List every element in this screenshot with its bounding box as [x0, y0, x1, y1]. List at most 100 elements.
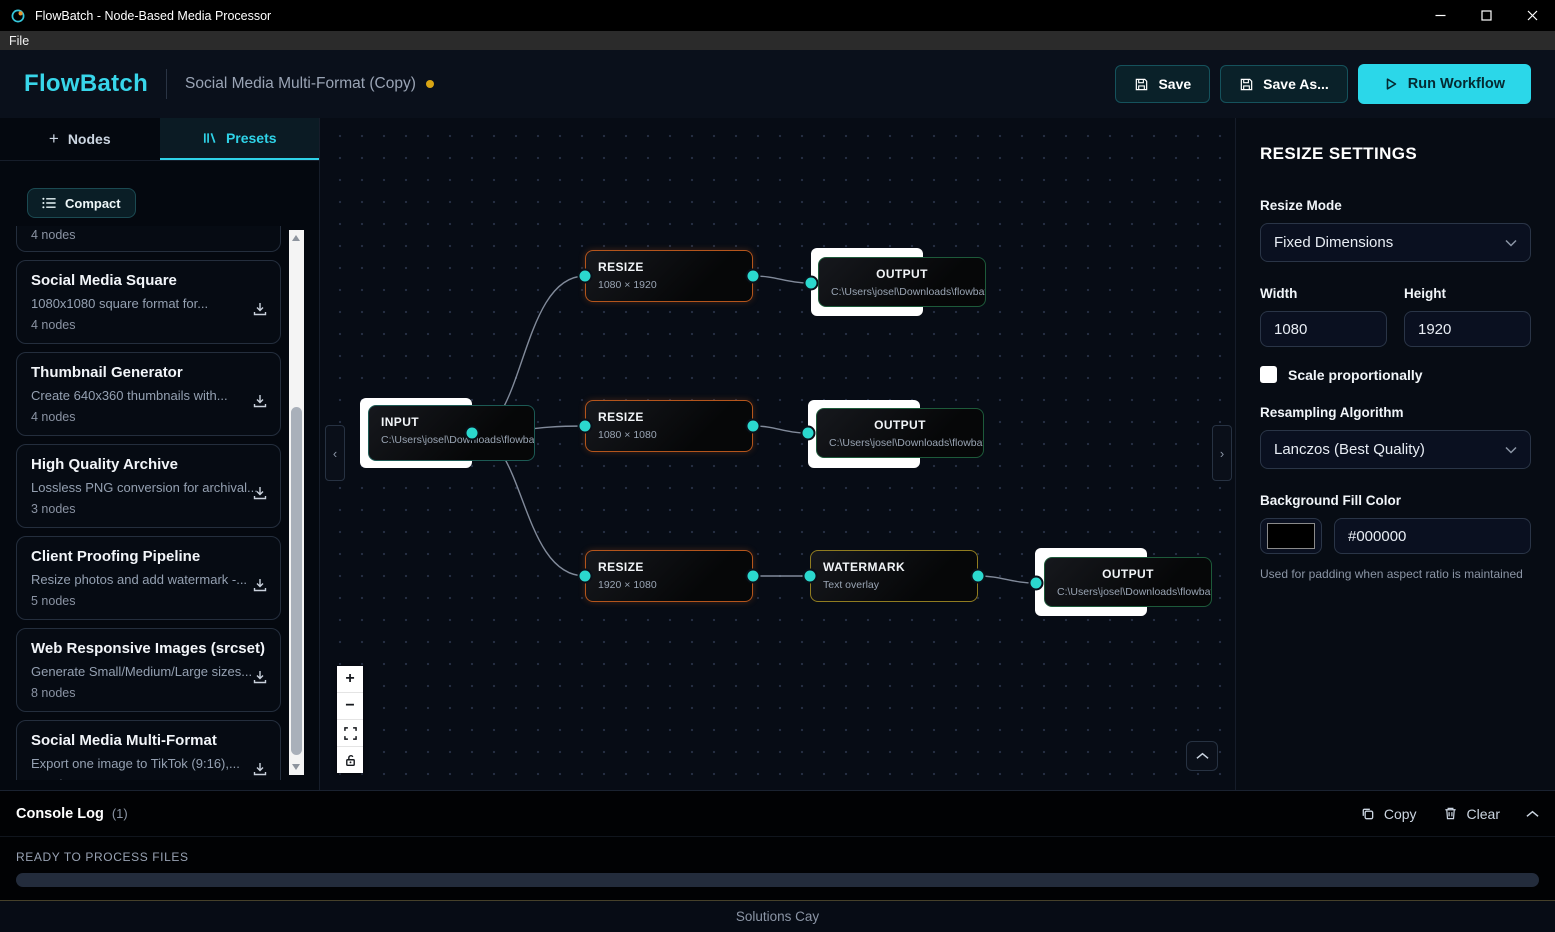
run-workflow-button[interactable]: Run Workflow [1357, 64, 1531, 104]
preset-desc: 1080x1080 square format for... [31, 296, 209, 311]
download-icon[interactable] [252, 761, 268, 780]
preset-desc: Lossless PNG conversion for archival... [31, 480, 258, 495]
port-resize-middle-in[interactable] [579, 420, 591, 432]
zoom-in-button[interactable]: + [337, 666, 363, 693]
save-as-button[interactable]: Save As... [1220, 65, 1348, 103]
scrollbar-thumb[interactable] [291, 407, 302, 755]
download-icon[interactable] [252, 669, 268, 690]
node-output-middle[interactable]: OUTPUT C:\Users\josel\Downloads\flowbatc… [816, 408, 984, 458]
resize-mode-select[interactable]: Fixed Dimensions [1260, 223, 1531, 262]
download-icon[interactable] [252, 393, 268, 414]
node-resize-top[interactable]: RESIZE 1080 × 1920 [585, 250, 753, 302]
port-resize-middle-out[interactable] [747, 420, 759, 432]
console-actions: Copy Clear [1360, 806, 1539, 822]
sidebar-tabs: + Nodes Presets [0, 118, 319, 161]
scale-proportionally-checkbox[interactable] [1260, 366, 1277, 383]
trash-icon [1444, 807, 1456, 820]
copy-log-button[interactable]: Copy [1360, 806, 1417, 822]
node-canvas[interactable]: INPUT C:\Users\josel\Downloads\flowbatc.… [320, 118, 1235, 790]
scroll-down-arrow[interactable] [292, 764, 300, 770]
tab-nodes[interactable]: + Nodes [48, 129, 111, 148]
expand-console-button[interactable] [1186, 741, 1218, 771]
fit-view-button[interactable] [337, 720, 363, 747]
download-icon[interactable] [252, 301, 268, 322]
port-output-middle-in[interactable] [802, 427, 814, 439]
node-subtitle: 1080 × 1080 [598, 429, 657, 441]
port-resize-bottom-in[interactable] [579, 570, 591, 582]
preset-title: Web Responsive Images (srcset) [31, 640, 265, 657]
menu-file[interactable]: File [9, 33, 30, 48]
preset-desc: Export one image to TikTok (9:16),... [31, 756, 240, 771]
preset-card[interactable]: Social Media Multi-Format Export one ima… [16, 720, 281, 780]
save-button[interactable]: Save [1115, 65, 1211, 103]
node-subtitle: C:\Users\josel\Downloads\flowbatc... [381, 434, 534, 446]
header-divider [166, 69, 168, 99]
minimize-button[interactable] [1417, 0, 1463, 31]
console-panel: Console Log (1) Copy Clear READY TO PROC… [0, 790, 1555, 900]
height-label: Height [1404, 286, 1446, 301]
preset-node-count: 8 nodes [31, 778, 266, 780]
titlebar: FlowBatch - Node-Based Media Processor [0, 0, 1555, 31]
clear-log-button[interactable]: Clear [1443, 806, 1500, 822]
port-resize-bottom-out[interactable] [747, 570, 759, 582]
node-output-top[interactable]: OUTPUT C:\Users\josel\Downloads\flowbatc… [818, 257, 986, 307]
download-icon[interactable] [252, 485, 268, 506]
port-resize-top-in[interactable] [579, 270, 591, 282]
maximize-button[interactable] [1463, 0, 1509, 31]
resampling-label: Resampling Algorithm [1260, 405, 1404, 420]
node-output-bottom[interactable]: OUTPUT C:\Users\josel\Downloads\flowbatc… [1044, 557, 1212, 607]
unlock-icon [345, 754, 355, 766]
collapse-inspector-handle[interactable]: › [1212, 425, 1232, 481]
node-watermark[interactable]: WATERMARK Text overlay [810, 550, 978, 602]
download-icon[interactable] [252, 577, 268, 598]
preset-card-partial[interactable]: 4 nodes [16, 226, 281, 252]
port-input-out[interactable] [466, 427, 478, 439]
chevron-down-icon [1505, 446, 1517, 454]
bg-fill-color-row [1260, 518, 1531, 554]
presets-icon [203, 133, 216, 143]
hex-color-input[interactable] [1334, 518, 1531, 554]
preset-card[interactable]: Client Proofing Pipeline Resize photos a… [16, 536, 281, 620]
color-picker-button[interactable] [1260, 518, 1322, 554]
close-button[interactable] [1509, 0, 1555, 31]
scroll-up-arrow[interactable] [292, 235, 300, 241]
preset-node-count: 8 nodes [31, 686, 76, 700]
node-input[interactable]: INPUT C:\Users\josel\Downloads\flowbatc.… [368, 405, 535, 461]
width-input[interactable] [1260, 311, 1387, 347]
preset-desc: Resize photos and add watermark -... [31, 572, 248, 587]
tab-presets[interactable]: Presets [159, 118, 319, 160]
port-watermark-out[interactable] [972, 570, 984, 582]
node-title: OUTPUT [1102, 567, 1154, 581]
brand-logo: FlowBatch [24, 70, 149, 97]
height-input[interactable] [1404, 311, 1531, 347]
plus-icon: + [48, 129, 59, 148]
node-title: INPUT [381, 415, 419, 429]
node-resize-bottom[interactable]: RESIZE 1920 × 1080 [585, 550, 753, 602]
console-count-badge: (1) [111, 806, 128, 821]
node-resize-middle[interactable]: RESIZE 1080 × 1080 [585, 400, 753, 452]
chevron-left-icon: ‹ [332, 445, 338, 461]
preset-card[interactable]: Web Responsive Images (srcset) Generate … [16, 628, 281, 712]
node-title: OUTPUT [876, 267, 928, 281]
save-icon [1136, 78, 1148, 90]
collapse-sidebar-handle[interactable]: ‹ [325, 425, 345, 481]
compact-toggle-button[interactable]: Compact [27, 188, 136, 218]
preset-scrollbar[interactable] [289, 230, 304, 775]
node-title: RESIZE [598, 410, 644, 424]
preset-card[interactable]: Thumbnail Generator Create 640x360 thumb… [16, 352, 281, 436]
window-title: FlowBatch - Node-Based Media Processor [35, 8, 272, 23]
preset-card[interactable]: High Quality Archive Lossless PNG conver… [16, 444, 281, 528]
port-output-bottom-in[interactable] [1030, 577, 1042, 589]
preset-card[interactable]: Social Media Square 1080x1080 square for… [16, 260, 281, 344]
port-resize-top-out[interactable] [747, 270, 759, 282]
width-label: Width [1260, 286, 1298, 301]
console-status-text: READY TO PROCESS FILES [16, 850, 189, 864]
zoom-out-button[interactable]: − [337, 693, 363, 720]
collapse-console-button[interactable] [1526, 810, 1539, 818]
resampling-select[interactable]: Lanczos (Best Quality) [1260, 430, 1531, 469]
lock-toggle-button[interactable] [337, 747, 363, 773]
port-watermark-in[interactable] [804, 570, 816, 582]
port-output-top-in[interactable] [805, 277, 817, 289]
preset-list: 4 nodes Social Media Square 1080x1080 sq… [16, 226, 281, 780]
plus-icon: + [345, 670, 355, 687]
